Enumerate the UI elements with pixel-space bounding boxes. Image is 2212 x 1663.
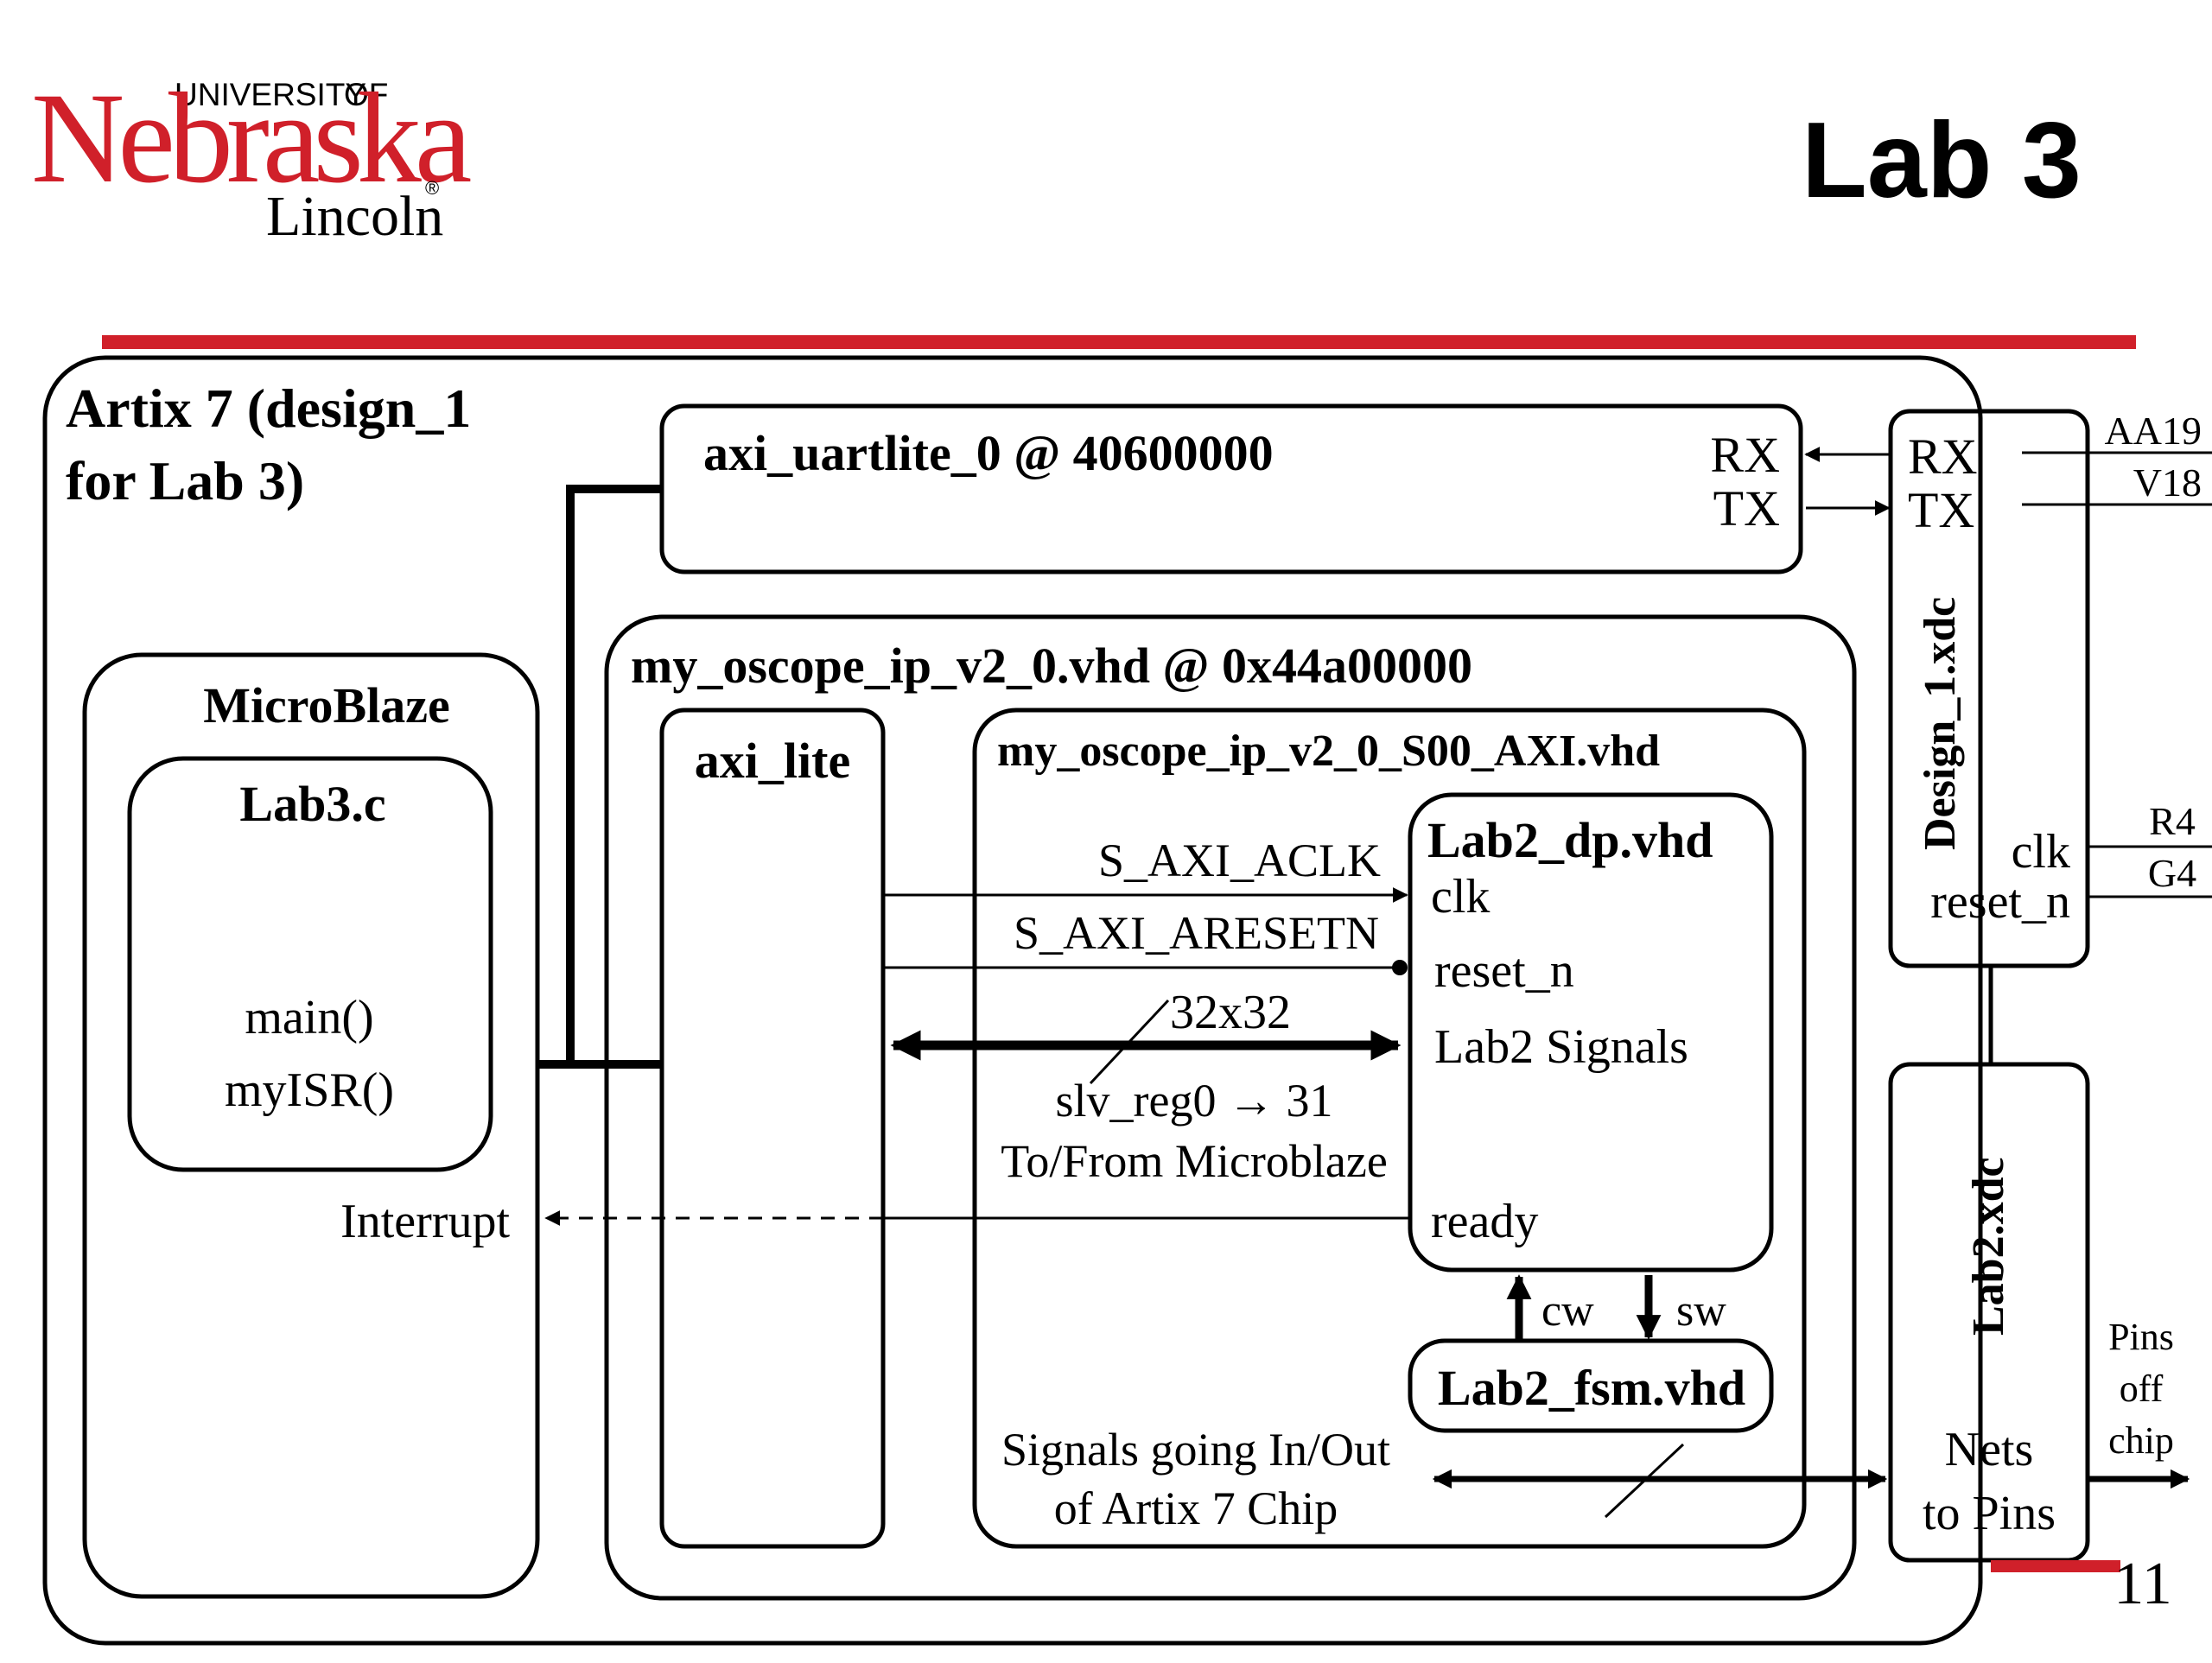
university-logo: UNIVERSITY OF Nebraska Lincoln ® xyxy=(31,67,478,248)
page-number: 11 xyxy=(2113,1551,2171,1617)
lab2-fsm-title: Lab2_fsm.vhd xyxy=(1438,1360,1745,1416)
pins-off-chip-line3: chip xyxy=(2108,1419,2174,1462)
main-function-label: main() xyxy=(245,991,373,1044)
lab2-dp-block xyxy=(1408,792,1774,1273)
bus-width-label: 32x32 xyxy=(1170,986,1291,1039)
lab2-xdc-title: Lab2.xdc xyxy=(1964,1157,2013,1336)
axi-bus xyxy=(537,485,662,1069)
pin-wires xyxy=(2022,451,2212,898)
bus-width-slash xyxy=(1089,999,1170,1085)
signals-io-line2: of Artix 7 Chip xyxy=(1054,1482,1338,1534)
lab2-dp-title: Lab2_dp.vhd xyxy=(1427,812,1713,868)
design1-xdc-title: Design_1.xdc xyxy=(1916,597,1965,850)
s00-axi-block xyxy=(972,708,1807,1549)
fpga-title-line1: Artix 7 (design_1 xyxy=(66,378,471,439)
artix7-fpga-block xyxy=(42,355,1983,1646)
xdc-rx-label: RX xyxy=(1908,428,1978,485)
pin-v18-label: V18 xyxy=(2133,460,2202,505)
oscope-ip-title: my_oscope_ip_v2_0.vhd @ 0x44a00000 xyxy=(631,638,1472,694)
slv-reg-label: slv_reg0 → 31 xyxy=(1056,1075,1333,1127)
aclk-label: S_AXI_ACLK xyxy=(1098,835,1381,886)
logo-registered-mark: ® xyxy=(425,177,439,199)
pin-g4-label: G4 xyxy=(2148,851,2196,895)
isr-function-label: myISR() xyxy=(225,1063,394,1117)
logo-university-text: UNIVERSITY xyxy=(175,77,366,112)
fpga-title-line2: for Lab 3) xyxy=(66,450,304,511)
xdc-reset-n-label: reset_n xyxy=(1930,875,2070,929)
logo-name-text: Nebraska xyxy=(31,67,471,210)
nets-label-line1: Nets xyxy=(1945,1423,2034,1476)
dp-clk-label: clk xyxy=(1431,870,1490,924)
microblaze-block xyxy=(82,652,540,1599)
chip-io-slash xyxy=(1604,1443,1685,1519)
signals-io-line1: Signals going In/Out xyxy=(1001,1424,1390,1476)
dp-signals-label: Lab2 Signals xyxy=(1434,1020,1688,1074)
pin-aa19-label: AA19 xyxy=(2105,409,2202,453)
xdc-clk-label: clk xyxy=(2012,825,2070,879)
xdc-tx-label: TX xyxy=(1908,482,1974,538)
sw-label: sw xyxy=(1676,1286,1726,1336)
logo-campus-text: Lincoln xyxy=(266,185,443,248)
axi-uartlite-block xyxy=(659,403,1803,574)
axi-lite-title: axi_lite xyxy=(695,733,850,789)
axi-lite-block xyxy=(659,708,886,1549)
pins-off-chip-line1: Pins xyxy=(2108,1316,2174,1358)
aresetn-label: S_AXI_ARESETN xyxy=(1014,907,1379,959)
to-from-microblaze-label: To/From Microblaze xyxy=(1001,1135,1388,1187)
oscope-ip-block xyxy=(604,614,1857,1601)
pin-r4-label: R4 xyxy=(2149,799,2196,843)
uartlite-title: axi_uartlite_0 @ 40600000 xyxy=(703,425,1274,481)
logo-of-text: OF xyxy=(344,77,388,112)
interrupt-label: Interrupt xyxy=(340,1195,510,1248)
uart-rx-label: RX xyxy=(1710,427,1780,483)
header-divider xyxy=(102,335,2136,349)
lab3-c-title: Lab3.c xyxy=(239,776,385,832)
microblaze-title: MicroBlaze xyxy=(203,677,450,733)
dp-ready-label: ready xyxy=(1431,1195,1538,1248)
lab3-c-block xyxy=(127,756,493,1172)
nets-label-line2: to Pins xyxy=(1923,1487,2056,1540)
footer-accent-bar xyxy=(1991,1560,2120,1572)
cw-label: cw xyxy=(1541,1286,1594,1336)
s00-axi-title: my_oscope_ip_v2_0_S00_AXI.vhd xyxy=(997,727,1660,776)
uart-tx-label: TX xyxy=(1713,480,1780,536)
lab2-fsm-block xyxy=(1408,1338,1774,1433)
pins-off-chip-line2: off xyxy=(2120,1368,2164,1410)
dp-reset-n-label: reset_n xyxy=(1434,944,1574,998)
slide-title: Lab 3 xyxy=(1802,101,2082,220)
aresetn-inverter-dot xyxy=(1392,960,1408,975)
lab2-xdc-block xyxy=(1888,1062,2090,1563)
